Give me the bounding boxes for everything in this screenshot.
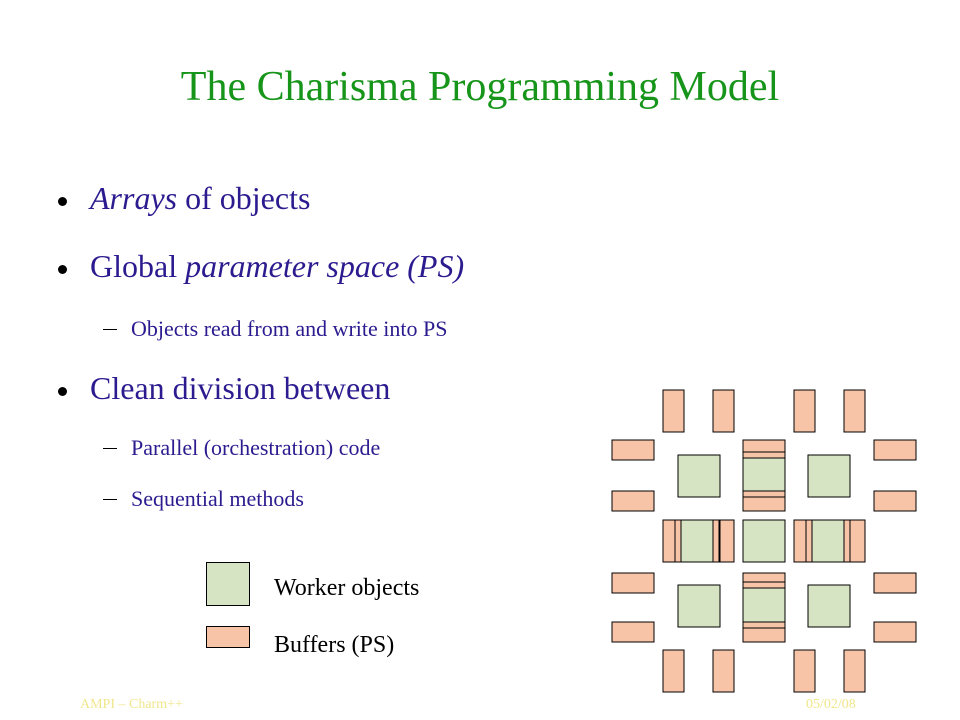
buffer-cell xyxy=(712,519,720,563)
bullet-global-pre: Global xyxy=(90,248,186,284)
worker-object xyxy=(677,454,721,498)
footer-left: AMPI – Charm++ xyxy=(80,697,183,712)
buffer-cell xyxy=(742,490,786,498)
buffer-cell xyxy=(611,490,655,512)
dash-icon xyxy=(103,448,117,449)
buffer-cell xyxy=(742,581,786,589)
sub-bullet-sequential-text: Sequential methods xyxy=(131,486,304,511)
legend-worker-swatch xyxy=(206,562,250,606)
sub-bullet-parallel: Parallel (orchestration) code xyxy=(103,433,380,463)
bullet-dot-icon xyxy=(58,265,67,274)
buffer-cell xyxy=(662,389,685,433)
worker-object xyxy=(677,584,721,628)
bullet-clean-division: Clean division between xyxy=(58,368,390,408)
worker-object xyxy=(807,454,851,498)
worker-object xyxy=(742,519,786,563)
buffer-cell xyxy=(742,451,786,459)
sub-bullet-parallel-text: Parallel (orchestration) code xyxy=(131,435,381,460)
bullet-arrays-rest: of objects xyxy=(177,180,311,216)
buffer-cell xyxy=(662,649,685,693)
legend-buffer-swatch xyxy=(206,626,250,648)
buffer-cell xyxy=(843,389,866,433)
diagram-shapes xyxy=(611,389,917,693)
buffer-cell xyxy=(843,519,851,563)
slide-title: The Charisma Programming Model xyxy=(180,64,780,110)
buffer-cell xyxy=(712,389,735,433)
sub-bullet-read-write: Objects read from and write into PS xyxy=(103,314,448,344)
sub-bullet-read-write-text: Objects read from and write into PS xyxy=(131,316,448,341)
buffer-cell xyxy=(793,389,816,433)
bullet-arrays-italic: Arrays xyxy=(90,180,178,216)
buffer-cell xyxy=(712,649,735,693)
sub-bullet-sequential: Sequential methods xyxy=(103,484,304,514)
dash-icon xyxy=(103,329,117,330)
buffer-cell xyxy=(843,649,866,693)
buffer-cell xyxy=(611,572,655,594)
bullet-clean-division-text: Clean division between xyxy=(90,370,391,406)
dash-icon xyxy=(103,499,117,500)
footer-date: 05/02/08 xyxy=(806,697,856,712)
bullet-dot-icon xyxy=(58,197,67,206)
bullet-global-ps: Global parameter space (PS) xyxy=(58,246,464,286)
bullet-arrays: Arrays of objects xyxy=(58,178,310,218)
worker-object xyxy=(807,584,851,628)
legend-worker-label: Worker objects xyxy=(274,575,420,601)
buffer-cell xyxy=(611,439,655,461)
buffer-cell xyxy=(674,519,682,563)
bullet-global-italic: parameter space (PS) xyxy=(185,248,465,284)
buffer-cell xyxy=(873,439,917,461)
buffer-cell xyxy=(873,490,917,512)
worker-object xyxy=(742,584,786,628)
buffer-cell xyxy=(742,621,786,629)
bullet-dot-icon xyxy=(58,387,67,396)
buffer-cell xyxy=(793,649,816,693)
buffer-cell xyxy=(611,621,655,643)
legend-buffer-label: Buffers (PS) xyxy=(274,632,395,658)
buffer-cell xyxy=(873,621,917,643)
buffer-cell xyxy=(805,519,813,563)
buffer-cell xyxy=(873,572,917,594)
